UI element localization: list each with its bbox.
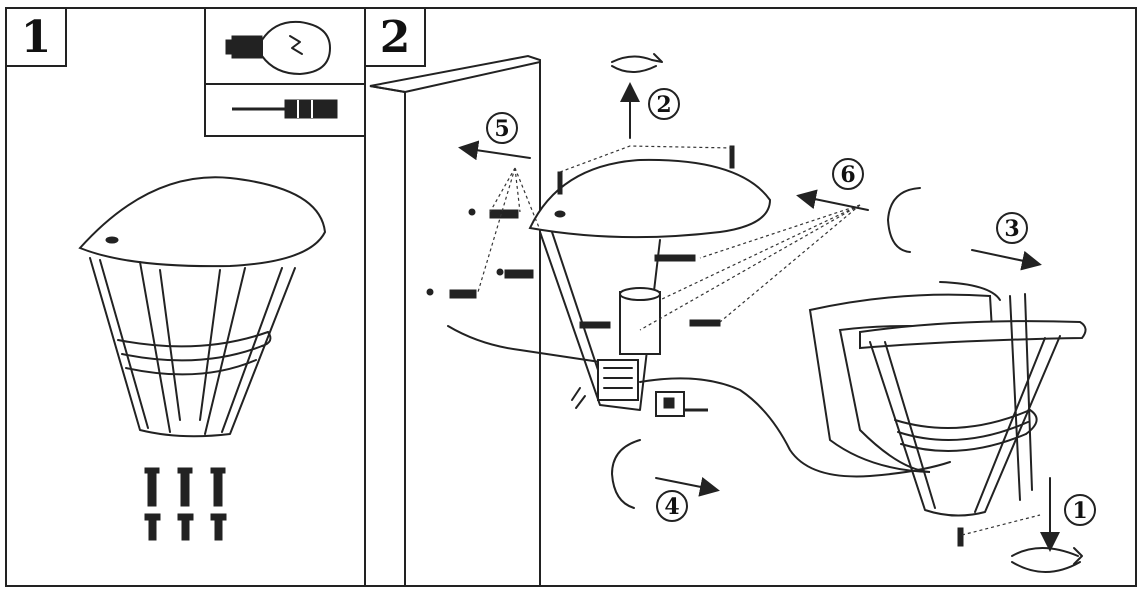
step-1-number: 1: [1072, 498, 1087, 524]
power-cable: [447, 325, 601, 363]
arrow-step-6: [796, 189, 869, 211]
step-marker-2: 2: [648, 88, 680, 120]
lamp-cage: [859, 293, 1087, 547]
arrow-step-3: [971, 249, 1042, 271]
step-marker-1: 1: [1064, 494, 1096, 526]
tools-box: [204, 7, 366, 137]
panel-1-number: 1: [21, 12, 52, 63]
panel-1-label: 1: [5, 7, 67, 67]
step-6-number: 6: [840, 162, 855, 188]
rotate-icon-step-1: [1011, 547, 1083, 573]
light-bulb-icon: [225, 20, 332, 76]
assembled-lamp: [78, 176, 327, 438]
lamp-socket: [619, 291, 661, 355]
clip-icon-step-4: [611, 439, 641, 509]
step-3-number: 3: [1004, 216, 1019, 242]
step-2-number: 2: [656, 92, 671, 118]
clip-icon-step-6: [887, 187, 921, 253]
cable-connector: [655, 391, 708, 417]
wall: [369, 54, 541, 587]
panel-2-label: 2: [364, 7, 426, 67]
arrow-step-5: [458, 140, 531, 161]
step-marker-5: 5: [486, 112, 518, 144]
glass-diffuser: [808, 281, 1001, 473]
diagram-frame: [5, 7, 1137, 587]
step-marker-6: 6: [832, 158, 864, 190]
lamp-cable: [639, 377, 951, 478]
step-marker-4: 4: [656, 490, 688, 522]
step-5-number: 5: [494, 116, 509, 142]
mounting-screws: [144, 467, 227, 541]
side-screws: [579, 204, 861, 331]
step-4-number: 4: [664, 494, 679, 520]
lamp-top-housing: [528, 158, 772, 411]
panel-2-number: 2: [380, 12, 411, 63]
step-marker-3: 3: [996, 212, 1028, 244]
top-screws: [557, 145, 735, 195]
rotate-icon-step-2: [611, 53, 663, 73]
wall-screws: [426, 167, 541, 299]
screwdriver-icon: [232, 99, 338, 119]
arrow-step-4: [655, 477, 720, 497]
terminal-block: [597, 359, 639, 401]
